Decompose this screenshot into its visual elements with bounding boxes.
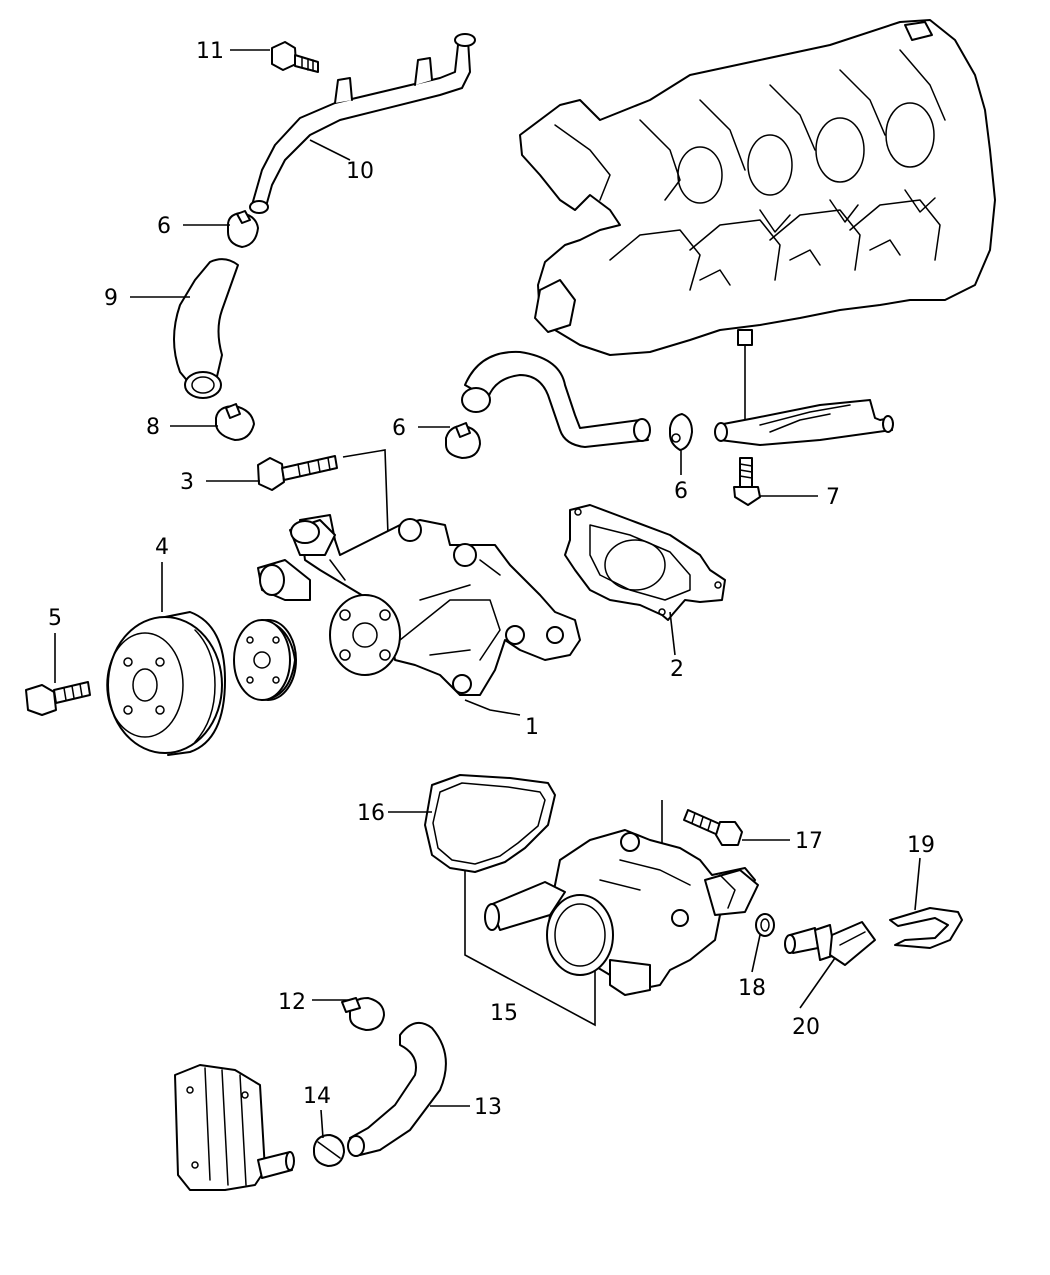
callout-5: 5 (48, 606, 62, 631)
water-pump (257, 514, 581, 696)
water-pump-pulley (106, 611, 226, 756)
bolt (257, 455, 338, 491)
bolt (25, 681, 91, 716)
callout-3: 3 (180, 470, 194, 495)
callout-2: 2 (670, 657, 684, 682)
hose-clamp (445, 422, 481, 459)
oil-cooler (174, 1064, 295, 1191)
coolant-temperature-sensor (784, 921, 876, 966)
coolant-hose (173, 258, 239, 399)
callout-11: 11 (196, 39, 224, 64)
callout-17: 17 (795, 829, 823, 854)
coolant-hose (347, 1021, 447, 1157)
callout-4: 4 (155, 535, 169, 560)
callout-16: 16 (357, 801, 385, 826)
callout-19: 19 (907, 833, 935, 858)
bolt (271, 41, 319, 73)
coolant-tube (249, 33, 476, 214)
callout-14: 14 (303, 1084, 331, 1109)
pulley-hub (233, 619, 297, 701)
callout-1: 1 (525, 715, 539, 740)
bolt (733, 457, 761, 506)
retaining-clip (889, 907, 963, 949)
o-ring-seal (755, 913, 775, 937)
callout-18: 18 (738, 976, 766, 1001)
callout-13: 13 (474, 1095, 502, 1120)
callout-7: 7 (826, 485, 840, 510)
callout-12: 12 (278, 990, 306, 1015)
thermostat-housing-gasket (424, 774, 556, 873)
callout-10: 10 (346, 159, 374, 184)
hose-clamp (341, 997, 385, 1031)
callout-15: 15 (490, 1001, 518, 1026)
thermostat-housing (484, 829, 759, 996)
coolant-pipe-bracket (714, 399, 894, 446)
callout-6-upper: 6 (157, 214, 171, 239)
water-pump-gasket (564, 504, 726, 621)
coolant-hose (461, 350, 651, 448)
callout-8: 8 (146, 415, 160, 440)
callout-20: 20 (792, 1015, 820, 1040)
callout-9: 9 (104, 286, 118, 311)
hose-clamp (669, 413, 693, 451)
intake-manifold (519, 19, 996, 356)
hose-clamp (215, 403, 255, 441)
hose-clamp (313, 1134, 345, 1167)
callout-6-middle: 6 (392, 416, 406, 441)
hose-clamp (227, 210, 259, 248)
callout-6-right: 6 (674, 479, 688, 504)
bolt (683, 809, 743, 846)
